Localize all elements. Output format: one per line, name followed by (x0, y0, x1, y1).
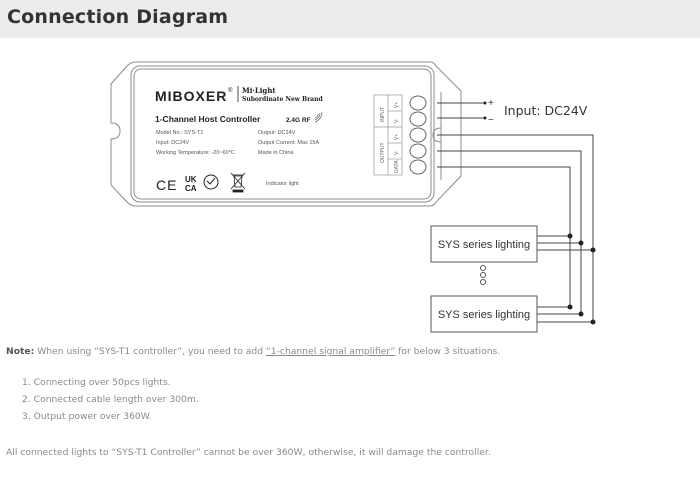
screw-terminal (409, 111, 427, 127)
sub-brand-tagline: Subordinate New Brand (242, 96, 323, 103)
screw-terminal (409, 95, 427, 111)
pin-input-vminus: V- (394, 118, 400, 123)
weee-bin-icon (230, 172, 246, 193)
spec-input: Input: DC24V (156, 140, 189, 146)
note-paragraph: Note: When using “SYS-T1 controller”, yo… (6, 346, 500, 357)
terminal-labels: INPUT OUTPUT V+ V- V+ V- DATA (380, 102, 400, 173)
note-prefix: Note: (6, 346, 35, 357)
specs-right: Output: DC24V Output Current: Max 15A Ma… (258, 130, 319, 156)
pin-output-vminus: V- (394, 150, 400, 155)
light-unit-1: SYS series lighting (430, 225, 538, 263)
indicator-light-label: Indicator light (266, 181, 299, 187)
section-header: Connection Diagram (0, 0, 700, 38)
light-unit-2: SYS series lighting (430, 295, 538, 333)
spec-model: Model No.: SYS-T1 (156, 130, 203, 136)
screw-terminal (409, 143, 427, 159)
specs-left: Model No.: SYS-T1 Input: DC24V Working T… (156, 130, 235, 156)
pin-output-data: DATA (394, 160, 400, 173)
note-text: When using “SYS-T1 controller”, you need… (34, 346, 267, 357)
warning-text: All connected lights to “SYS-T1 Controll… (6, 447, 491, 458)
controller-housing (110, 61, 462, 207)
connection-diagram: MIBOXER ® Mi·Light Subordinate New Brand… (110, 61, 596, 333)
input-minus-sign: − (488, 115, 494, 126)
list-item: 1. Connecting over 50pcs lights. (22, 377, 171, 388)
ukca-mark-icon: UK CA (185, 175, 197, 193)
sub-brand-name: Mi·Light (242, 86, 276, 95)
light-label: SYS series lighting (438, 239, 530, 251)
list-item: 3. Output power over 360W. (22, 411, 152, 422)
screw-terminal (409, 127, 427, 143)
svg-text:CE: CE (156, 177, 177, 193)
situations-list: 1. Connecting over 50pcs lights. 2. Conn… (22, 376, 199, 427)
pin-output-vplus: V+ (394, 134, 400, 140)
rohs-mark-icon (203, 174, 219, 190)
continuation-dots (480, 265, 486, 285)
registered-mark: ® (228, 87, 233, 94)
product-name: 1-Channel Host Controller (155, 114, 261, 124)
screw-terminal (409, 159, 427, 175)
terminal-screws (409, 95, 427, 175)
spec-output: Output: DC24V (258, 130, 296, 136)
terminal-block (373, 94, 403, 176)
ce-mark-icon: CE (156, 177, 177, 193)
svg-text:CA: CA (185, 184, 197, 193)
wiring (437, 102, 594, 323)
brand-logo: MIBOXER (155, 88, 227, 104)
terminal-group-input: INPUT (380, 107, 386, 122)
spec-output-current: Output Current: Max 15A (258, 140, 319, 146)
input-plus-sign: + (488, 98, 494, 109)
wire-output-vminus (437, 150, 582, 314)
light-label: SYS series lighting (438, 309, 530, 321)
terminal-group-output: OUTPUT (380, 142, 386, 163)
page-title: Connection Diagram (7, 6, 229, 28)
spec-temperature: Working Temperature: -20~60°C (156, 150, 235, 156)
wire-output-data (437, 166, 571, 307)
rf-label: 2.4G RF (286, 117, 311, 124)
note-text-end: for below 3 situations. (395, 346, 501, 357)
signal-amplifier-link[interactable]: “1-channel signal amplifier” (266, 346, 396, 357)
rf-wave-icon (314, 111, 323, 123)
pin-input-vplus: V+ (394, 102, 400, 108)
input-label: Input: DC24V (504, 103, 588, 118)
list-item: 2. Connected cable length over 300m. (22, 394, 199, 405)
svg-text:UK: UK (185, 175, 197, 184)
junction-dots (483, 101, 596, 325)
wire-output-vplus (437, 134, 594, 322)
spec-origin: Made in China (258, 150, 294, 156)
